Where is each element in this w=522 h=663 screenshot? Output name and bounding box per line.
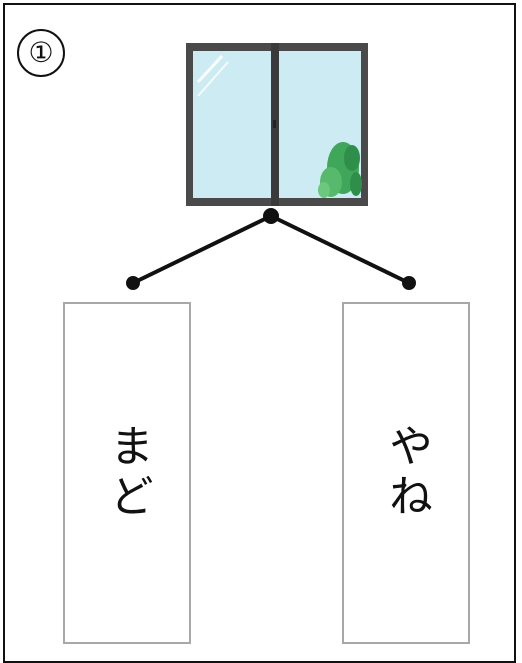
- left-dot: [126, 276, 140, 290]
- choice-card-right[interactable]: やね: [342, 302, 470, 644]
- window-icon: [186, 43, 368, 206]
- connector-lines: [126, 208, 416, 290]
- plant-icon: [318, 142, 362, 198]
- choice-text-left: まど: [102, 423, 153, 523]
- item-number: ①: [17, 29, 65, 77]
- choice-card-left[interactable]: まど: [63, 302, 191, 644]
- right-dot: [402, 276, 416, 290]
- center-dot: [263, 208, 279, 224]
- choice-text-right: やね: [381, 423, 432, 523]
